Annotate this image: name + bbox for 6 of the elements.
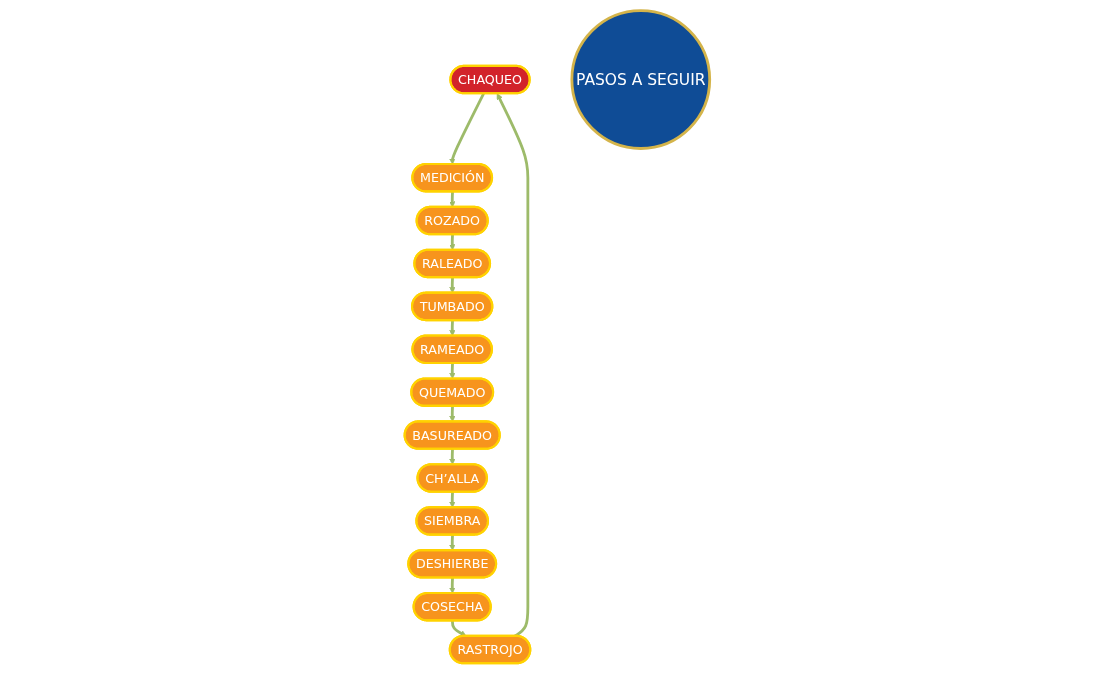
arrow (449, 577, 456, 594)
node-circle: PASOS A SEGUIR (570, 9, 712, 150)
arrow (449, 534, 456, 551)
arrow (451, 620, 467, 637)
arrow (449, 449, 456, 465)
arrow (449, 491, 456, 508)
